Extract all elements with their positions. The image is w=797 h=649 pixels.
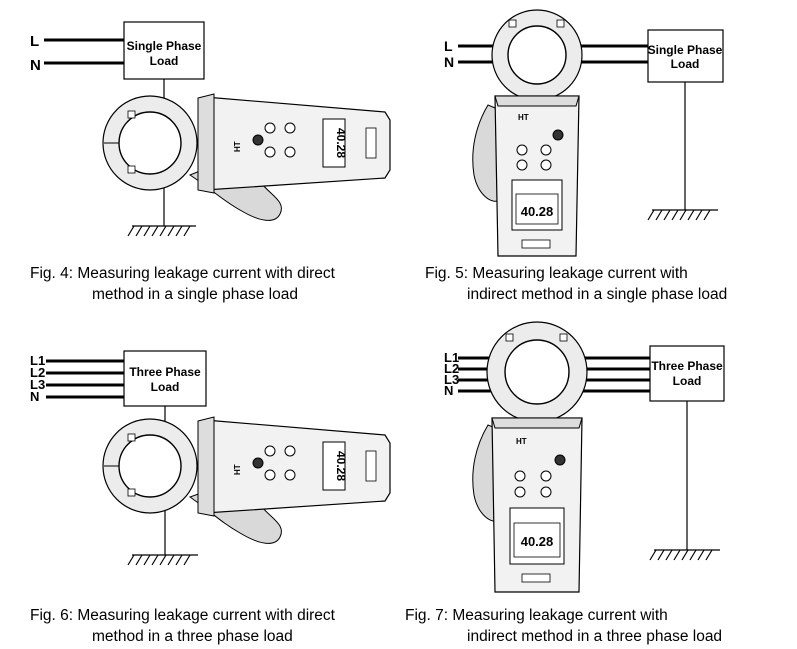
conductor-label-l1: L1 [30, 353, 45, 368]
load-label-line2: Load [673, 374, 702, 388]
load-label-line2: Load [671, 57, 700, 71]
caption-fig-6: Fig. 6: Measuring leakage current with d… [30, 605, 400, 647]
caption-line-1: Fig. 7: Measuring leakage current with [405, 607, 668, 624]
load-label-line2: Load [151, 380, 180, 394]
conductor-label-n: N [444, 54, 454, 70]
figure-7-diagram: L1 L2 L3 N Three Phase Load HT 40.28 [444, 321, 725, 593]
meter-display: 40.28 [521, 534, 554, 549]
figure-4-diagram: L N Single Phase Load 40.28 HT [30, 21, 391, 237]
load-box [123, 350, 207, 407]
meter-brand: HT [516, 437, 527, 446]
conductor-label-n: N [30, 57, 41, 74]
load-label-line1: Single Phase [648, 43, 723, 57]
meter-display: 40.28 [334, 451, 348, 481]
ground-symbol-icon [649, 549, 720, 561]
meter-brand: HT [233, 141, 242, 152]
load-label-line1: Single Phase [127, 39, 202, 53]
figure-5-diagram: L N Single Phase Load HT 40.28 [444, 9, 724, 257]
conductor-label-l3: L3 [444, 372, 459, 387]
conductor-label-l: L [444, 38, 453, 54]
caption-line-2: indirect method in a single phase load [467, 286, 728, 303]
meter-brand: HT [518, 113, 529, 122]
caption-line-2: indirect method in a three phase load [467, 628, 723, 645]
load-box [649, 345, 725, 402]
figure-6-diagram: L1 L2 L3 N Three Phase Load 40.28 HT [30, 350, 391, 566]
clamp-meter-horizontal: 40.28 HT [102, 93, 391, 194]
clamp-meter-vertical: HT 40.28 [486, 321, 588, 593]
caption-line-2: method in a single phase load [92, 286, 298, 303]
load-label-line1: Three Phase [129, 365, 201, 379]
caption-line-2: method in a three phase load [92, 628, 293, 645]
caption-fig-7: Fig. 7: Measuring leakage current with i… [405, 605, 790, 647]
ground-symbol-icon [647, 209, 718, 221]
meter-display: 40.28 [521, 204, 554, 219]
ground-symbol-icon [127, 554, 198, 566]
load-box [123, 21, 205, 80]
meter-brand: HT [233, 464, 242, 475]
caption-fig-4: Fig. 4: Measuring leakage current with d… [30, 263, 400, 305]
caption-line-1: Fig. 5: Measuring leakage current with [425, 265, 688, 282]
conductor-label-n: N [30, 389, 39, 404]
load-label-line1: Three Phase [651, 359, 723, 373]
conductor-label-l: L [30, 33, 39, 50]
caption-line-1: Fig. 4: Measuring leakage current with d… [30, 265, 335, 282]
clamp-meter-vertical: HT 40.28 [491, 9, 583, 257]
conductor-label-l1: L1 [444, 350, 459, 365]
conductor-label-l2: L2 [444, 361, 459, 376]
load-box [647, 29, 724, 83]
conductor-label-n: N [444, 383, 453, 398]
conductor-label-l3: L3 [30, 377, 45, 392]
ground-symbol-icon [127, 225, 196, 237]
caption-fig-5: Fig. 5: Measuring leakage current with i… [425, 263, 787, 305]
meter-display: 40.28 [334, 128, 348, 158]
clamp-meter-horizontal: 40.28 HT [102, 416, 391, 517]
caption-line-1: Fig. 6: Measuring leakage current with d… [30, 607, 335, 624]
load-label-line2: Load [150, 54, 179, 68]
conductor-label-l2: L2 [30, 365, 45, 380]
